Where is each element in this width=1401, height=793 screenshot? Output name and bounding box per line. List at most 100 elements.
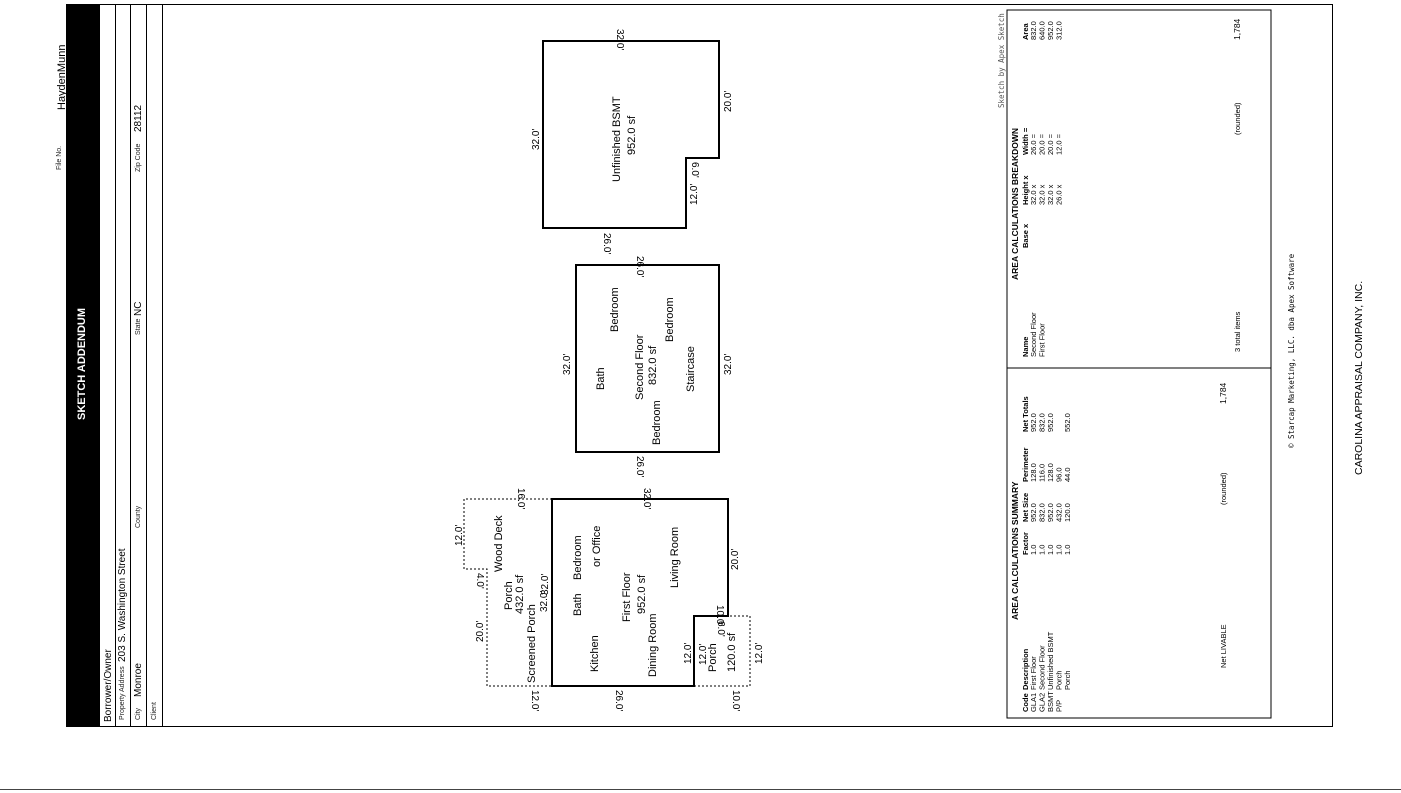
summary-cell: 552.0 — [1063, 413, 1072, 432]
summary-cell: 128.0 — [1029, 463, 1038, 482]
room-office: or Office — [591, 526, 603, 567]
breakdown-cell: 26.0 = — [1029, 133, 1038, 155]
summary-cell: Second Floor — [1038, 645, 1047, 690]
breakdown-h-name: Name — [1021, 337, 1030, 357]
summary-h-nettotals: Net Totals — [1021, 396, 1030, 432]
summary-cell: P/P — [1055, 700, 1064, 712]
summary-cell: 128.0 — [1046, 463, 1055, 482]
deck-outline — [463, 498, 552, 687]
summary-cell: GLA2 — [1038, 693, 1047, 712]
room-kitchen: Kitchen — [589, 635, 601, 672]
room-living: Living Room — [669, 527, 681, 588]
first-floor-area: 952.0 sf — [636, 574, 648, 614]
summary-cell: 116.0 — [1038, 464, 1047, 482]
sf-staircase: Staircase — [685, 346, 697, 392]
dim-bsmt-top: 32.0' — [614, 29, 625, 50]
summary-h-code: Code — [1021, 693, 1030, 712]
summary-cell: 1.0 — [1046, 545, 1055, 555]
dim-porch-12: 12.0' — [698, 644, 709, 665]
summary-title: AREA CALCULATIONS SUMMARY — [1010, 481, 1020, 620]
summary-h-perimeter: Perimeter — [1021, 447, 1030, 482]
breakdown-cell: Second Floor — [1029, 312, 1038, 357]
summary-cell: 1.0 — [1038, 545, 1047, 555]
header-rule — [162, 4, 163, 727]
dim-porch-bottom-10: 10.0' — [730, 690, 741, 711]
sketch-by: Sketch by Apex Sketch — [997, 13, 1006, 108]
dim-deck-bottom-12: 12.0' — [529, 690, 540, 711]
dim-ff-top-32: 32.0' — [641, 488, 652, 509]
dim-sf-bottom: 26.0' — [634, 456, 645, 477]
summary-cell: BSMT — [1046, 691, 1055, 712]
breakdown-cell: First Floor — [1038, 323, 1047, 357]
breakdown-cell: 20.0 = — [1046, 133, 1055, 155]
summary-cell: 1.0 — [1063, 545, 1072, 555]
breakdown-cell: 32.0 x — [1029, 184, 1038, 205]
sf-area: 832.0 sf — [647, 345, 659, 385]
summary-rounded: (rounded) — [1219, 472, 1228, 505]
summary-cell: Porch — [1063, 670, 1072, 690]
front-porch-outline — [693, 615, 751, 687]
area-breakdown: AREA CALCULATIONS BREAKDOWN Name Base x … — [1010, 18, 1242, 357]
bottom-rule — [0, 789, 1401, 790]
header-rule — [115, 4, 116, 727]
bsmt-area: 952.0 sf — [626, 115, 638, 155]
dim-porch-6: 6.0' — [715, 621, 726, 637]
breakdown-cell: 832.0 — [1029, 21, 1038, 40]
breakdown-total: 1,784 — [1232, 18, 1242, 40]
sf-label: Second Floor — [634, 334, 646, 400]
summary-cell: 96.0 — [1055, 467, 1064, 482]
dim-bsmt-bottom: 26.0' — [601, 233, 612, 254]
summary-cell: 952.0 — [1029, 413, 1038, 432]
breakdown-h-area: Area — [1021, 22, 1030, 40]
net-livable-value: 1,784 — [1218, 382, 1228, 404]
title-banner — [66, 4, 100, 727]
dim-ff-left-32: 32.0' — [540, 574, 551, 595]
dim-ff-notch-12: 12.0' — [683, 643, 694, 664]
breakdown-cell: 32.0 x — [1046, 184, 1055, 205]
breakdown-title: AREA CALCULATIONS BREAKDOWN — [1010, 128, 1020, 280]
dim-sf-left: 32.0' — [562, 354, 573, 375]
dim-bsmt-notch-12: 12.0' — [689, 184, 700, 205]
summary-cell: 1.0 — [1029, 545, 1038, 555]
dim-bsmt-notch-6: 6.0' — [689, 162, 700, 178]
deck-wood: Wood Deck — [493, 515, 505, 572]
summary-cell: 952.0 — [1029, 503, 1038, 522]
breakdown-h-width: Width = — [1021, 127, 1030, 155]
dim-sf-top: 26.0' — [634, 256, 645, 277]
header-rule — [146, 4, 147, 727]
breakdown-cell: 32.0 x — [1038, 184, 1047, 205]
summary-cell: First Floor — [1029, 656, 1038, 690]
dim-deck-top-12: 12.0' — [454, 525, 465, 546]
dim-bsmt-right: 20.0' — [723, 91, 734, 112]
breakdown-h-base: Base x — [1021, 223, 1030, 248]
breakdown-cell: 312.0 — [1055, 21, 1064, 40]
summary-cell: 432.0 — [1055, 503, 1064, 522]
summary-h-desc: Description — [1021, 648, 1030, 690]
summary-h-netsize: Net Size — [1021, 493, 1030, 522]
room-bedroom: Bedroom — [572, 535, 584, 580]
sf-bath: Bath — [595, 367, 607, 390]
second-floor-outline — [575, 264, 720, 453]
total-items: 3 total items — [1233, 311, 1242, 352]
area-summary: AREA CALCULATIONS SUMMARY Code Descripti… — [1010, 382, 1228, 712]
breakdown-cell: 640.0 — [1038, 21, 1047, 40]
header-rule — [130, 4, 131, 727]
summary-cell: GLA1 — [1029, 693, 1038, 712]
summary-cell: 1.0 — [1055, 545, 1064, 555]
sf-bedroom-3: Bedroom — [664, 297, 676, 342]
sf-bedroom-2: Bedroom — [651, 400, 663, 445]
summary-cell: 952.0 — [1046, 503, 1055, 522]
deck-porch: Porch — [503, 581, 515, 610]
summary-cell: 832.0 — [1038, 413, 1047, 432]
dim-ff-right-20: 20.0' — [730, 549, 741, 570]
dim-bsmt-left: 32.0' — [531, 129, 542, 150]
deck-area: 432.0 sf — [514, 574, 526, 614]
dim-sf-right: 32.0' — [723, 354, 734, 375]
sf-bedroom-1: Bedroom — [609, 287, 621, 332]
first-floor-label: First Floor — [621, 572, 633, 622]
breakdown-rounded: (rounded) — [1233, 102, 1242, 135]
summary-cell: Unfinished BSMT — [1046, 631, 1055, 690]
dim-deck-32: 32.0' — [539, 591, 550, 612]
basement-outline — [542, 40, 720, 229]
